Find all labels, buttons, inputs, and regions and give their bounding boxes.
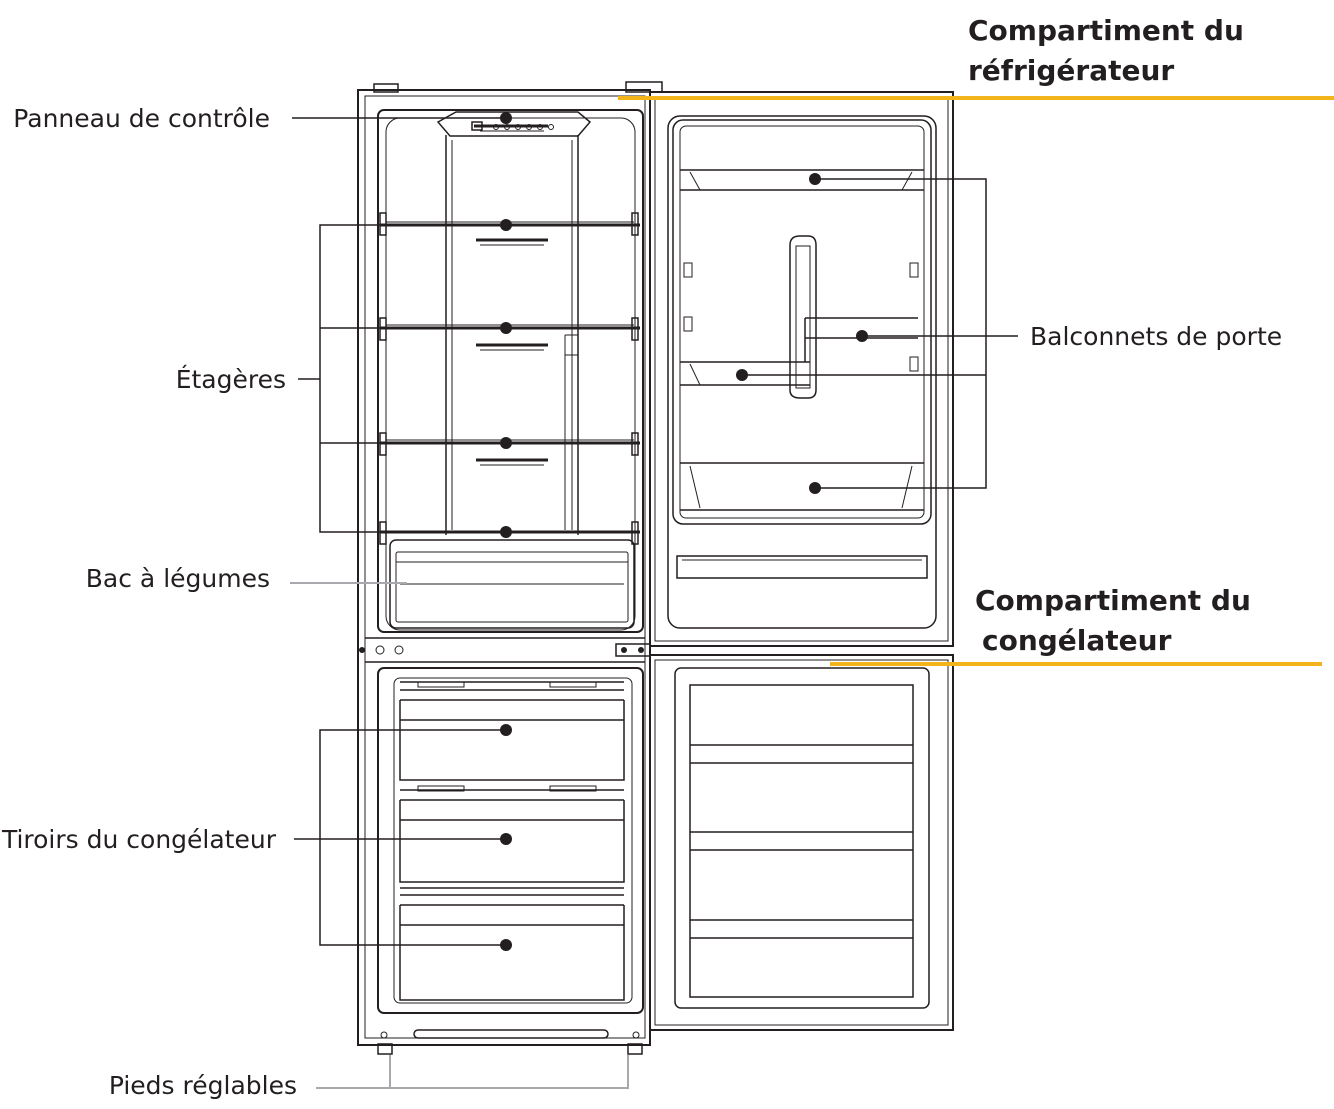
door-bins-label: Balconnets de porte xyxy=(1030,322,1282,351)
control-panel-dot xyxy=(500,112,512,124)
shelf-dot xyxy=(500,526,512,538)
section-accent-lines xyxy=(618,96,1334,666)
shelf-dot xyxy=(500,219,512,231)
fridge-door xyxy=(649,91,954,647)
shelf-dot xyxy=(500,322,512,334)
door-bins xyxy=(680,169,924,511)
section-headings: Compartiment du réfrigérateur Compartime… xyxy=(968,14,1251,657)
leader-lines xyxy=(290,117,1018,1089)
freezer-compartment xyxy=(377,667,644,1039)
freezer-drawers-label: Tiroirs du congélateur xyxy=(1,825,277,854)
freezer-heading-line2: congélateur xyxy=(982,624,1172,657)
fridge-compartment xyxy=(377,109,644,633)
fridge-heading-line1: Compartiment du xyxy=(968,14,1244,47)
crisper-drawer xyxy=(389,539,635,629)
drawer-dot xyxy=(500,724,512,736)
compartment-divider xyxy=(359,637,651,663)
freezer-drawers xyxy=(399,681,625,1001)
door-bin-dot xyxy=(736,369,748,381)
control-panel-buttons xyxy=(493,124,554,130)
fridge-heading-line2: réfrigérateur xyxy=(968,54,1174,87)
door-bin-dot xyxy=(809,173,821,185)
freezer-door xyxy=(649,654,954,1031)
control-panel-label: Panneau de contrôle xyxy=(13,104,270,133)
shelf-dot xyxy=(500,437,512,449)
door-bin-dot xyxy=(856,330,868,342)
shelves xyxy=(379,212,640,545)
drawer-dot xyxy=(500,833,512,845)
callout-labels: Panneau de contrôle Étagères Bac à légum… xyxy=(1,104,1282,1100)
door-bin-dot xyxy=(809,482,821,494)
callout-dots xyxy=(500,112,868,951)
crisper-label: Bac à légumes xyxy=(86,564,270,593)
drawer-dot xyxy=(500,939,512,951)
freezer-heading-line1: Compartiment du xyxy=(975,584,1251,617)
feet-label: Pieds réglables xyxy=(109,1071,297,1100)
shelves-label: Étagères xyxy=(176,365,286,394)
